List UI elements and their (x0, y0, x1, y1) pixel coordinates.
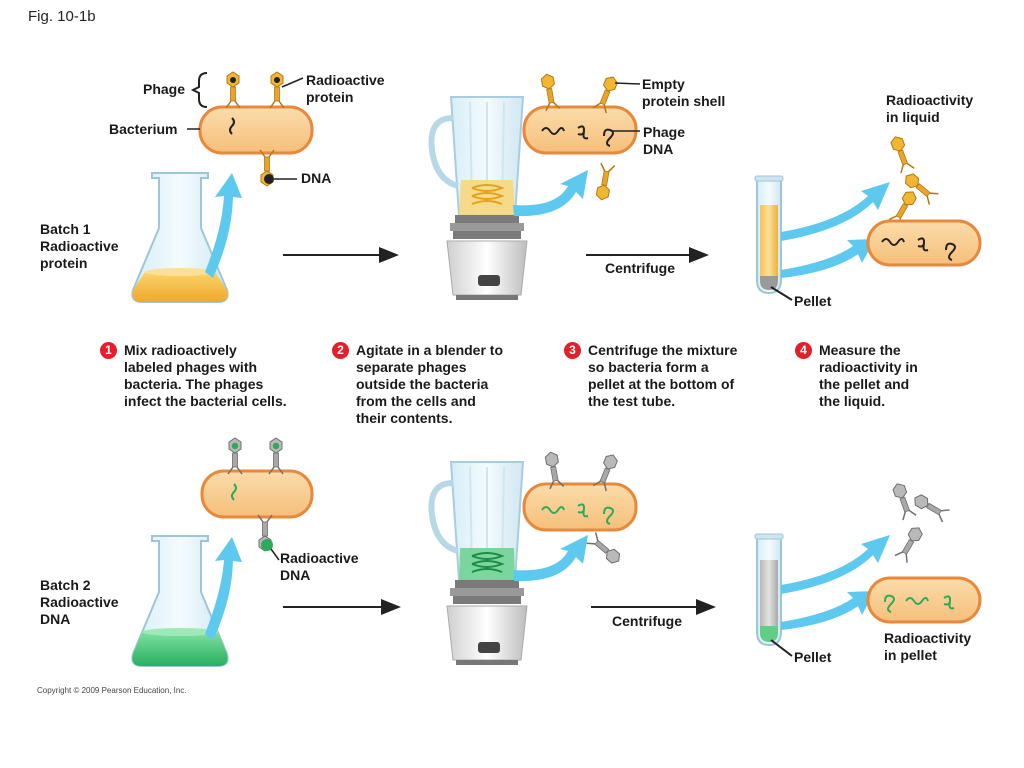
label-batch1: Batch 1 Radioactive protein (40, 221, 119, 271)
dna-blob-1 (264, 174, 274, 184)
dna-blob-2 (261, 539, 273, 551)
step-2-text: Agitate in a blender to separate phages … (356, 342, 504, 426)
bacterium-6 (866, 576, 982, 624)
phage-2a (538, 72, 561, 112)
label-dna: DNA (301, 170, 332, 186)
label-pellet-1: Pellet (794, 293, 832, 309)
step-4-text: Measure the radioactivity in the pellet … (819, 342, 918, 409)
label-empty-shell: Empty protein shell (642, 76, 726, 109)
label-pellet-2: Pellet (794, 649, 832, 665)
blender-1 (428, 96, 528, 300)
tube-arrow-2a (781, 535, 890, 594)
label-radioactivity-pellet: Radioactivity in pellet (884, 630, 972, 663)
step-1: 1 Mix radioactively labeled phages with … (100, 342, 349, 410)
leader-radioactive-protein (281, 77, 304, 88)
phage-4a (227, 437, 243, 475)
infect-arrow-2 (205, 537, 242, 640)
phage-6c (894, 523, 926, 564)
label-bacterium: Bacterium (109, 121, 178, 137)
phage-3a (887, 133, 915, 174)
label-radioactive-protein: Radioactive protein (306, 72, 385, 105)
phage-6b (910, 491, 951, 523)
step-1-badge: 1 (100, 342, 117, 359)
phage-1b (269, 71, 285, 109)
label-batch2: Batch 2 Radioactive DNA (40, 577, 119, 627)
label-radioactivity-liquid: Radioactivity in liquid (886, 92, 974, 125)
phage-4b (268, 437, 284, 475)
step-3-text: Centrifuge the mixture so bacteria form … (588, 342, 738, 409)
label-phage-dna: Phage DNA (643, 124, 686, 157)
step-3: 3 Centrifuge the mixture so bacteria for… (564, 342, 813, 410)
test-tube-1 (754, 175, 784, 295)
label-radioactive-dna: Radioactive DNA (280, 550, 359, 583)
phage-1a (225, 71, 241, 109)
blender-2 (428, 461, 528, 665)
phage-2c (593, 162, 616, 202)
bacterium-4 (200, 469, 314, 519)
blender-arrow-1 (513, 170, 588, 217)
phage-5c (585, 531, 624, 568)
blender-arrow-2 (513, 535, 588, 582)
tube-arrow-1a (781, 182, 890, 241)
copyright: Copyright © 2009 Pearson Education, Inc. (37, 686, 187, 695)
label-centrifuge-1: Centrifuge (605, 260, 675, 276)
tube-arrow-2b (781, 591, 875, 630)
test-tube-2 (754, 533, 784, 647)
bacterium-3 (866, 219, 982, 267)
bacterium-1 (198, 105, 314, 155)
flask-2 (131, 535, 229, 667)
phage-brace (190, 72, 208, 108)
figure-label: Fig. 10-1b (28, 8, 96, 25)
label-phage: Phage (143, 81, 186, 97)
phage-6a (889, 480, 917, 521)
step-4: 4 Measure the radioactivity in the pelle… (795, 342, 1024, 410)
bacterium-5 (522, 482, 638, 532)
label-centrifuge-2: Centrifuge (612, 613, 682, 629)
bacterium-2 (522, 105, 638, 155)
tube-arrow-1b (781, 239, 875, 278)
flask-1 (131, 172, 229, 303)
step-2: 2 Agitate in a blender to separate phage… (332, 342, 581, 427)
infect-arrow-1 (205, 173, 242, 278)
step-2-badge: 2 (332, 342, 349, 359)
step-1-text: Mix radioactively labeled phages with ba… (124, 342, 287, 409)
step-4-badge: 4 (795, 342, 812, 359)
step-3-badge: 3 (564, 342, 581, 359)
